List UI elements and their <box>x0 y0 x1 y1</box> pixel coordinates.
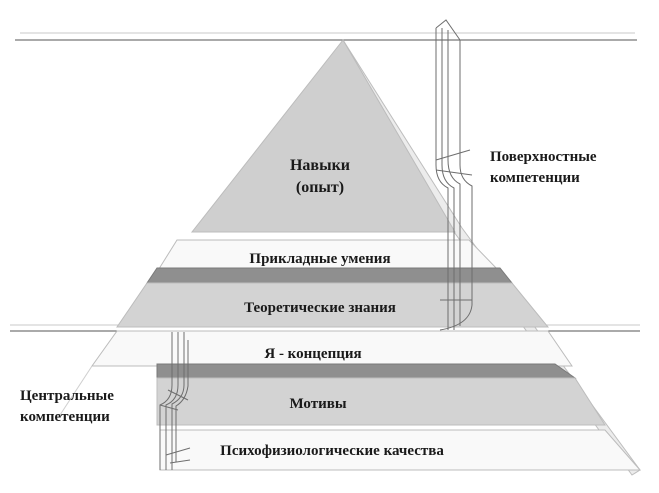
central-group-sublabel: компетенции <box>20 409 110 425</box>
selfconcept-dark-band <box>156 363 577 379</box>
theory-layer <box>116 282 550 328</box>
skills-layer <box>190 39 456 233</box>
motives-label: Мотивы <box>289 396 346 412</box>
applied-dark-band <box>146 267 514 284</box>
applied-skills-label: Прикладные умения <box>249 251 390 267</box>
selfconcept-label: Я - концепция <box>264 346 361 362</box>
central-bracket <box>159 332 191 470</box>
selfconcept-layer <box>91 330 573 367</box>
central-group-label: Центральные <box>20 388 114 404</box>
pyramid-left-edge <box>59 365 93 416</box>
central-bracket-hatch <box>159 389 191 464</box>
motives-layer <box>156 377 606 426</box>
skills-sublabel: (опыт) <box>296 179 344 196</box>
psycho-label: Психофизиологические качества <box>220 443 444 459</box>
surface-bracket <box>435 19 473 331</box>
theory-label: Теоретические знания <box>244 300 396 316</box>
surface-bracket-hatch <box>435 19 473 301</box>
skills-label: Навыки <box>290 157 350 174</box>
surface-group-sublabel: компетенции <box>490 170 580 186</box>
surface-group-label: Поверхностные <box>490 149 597 165</box>
